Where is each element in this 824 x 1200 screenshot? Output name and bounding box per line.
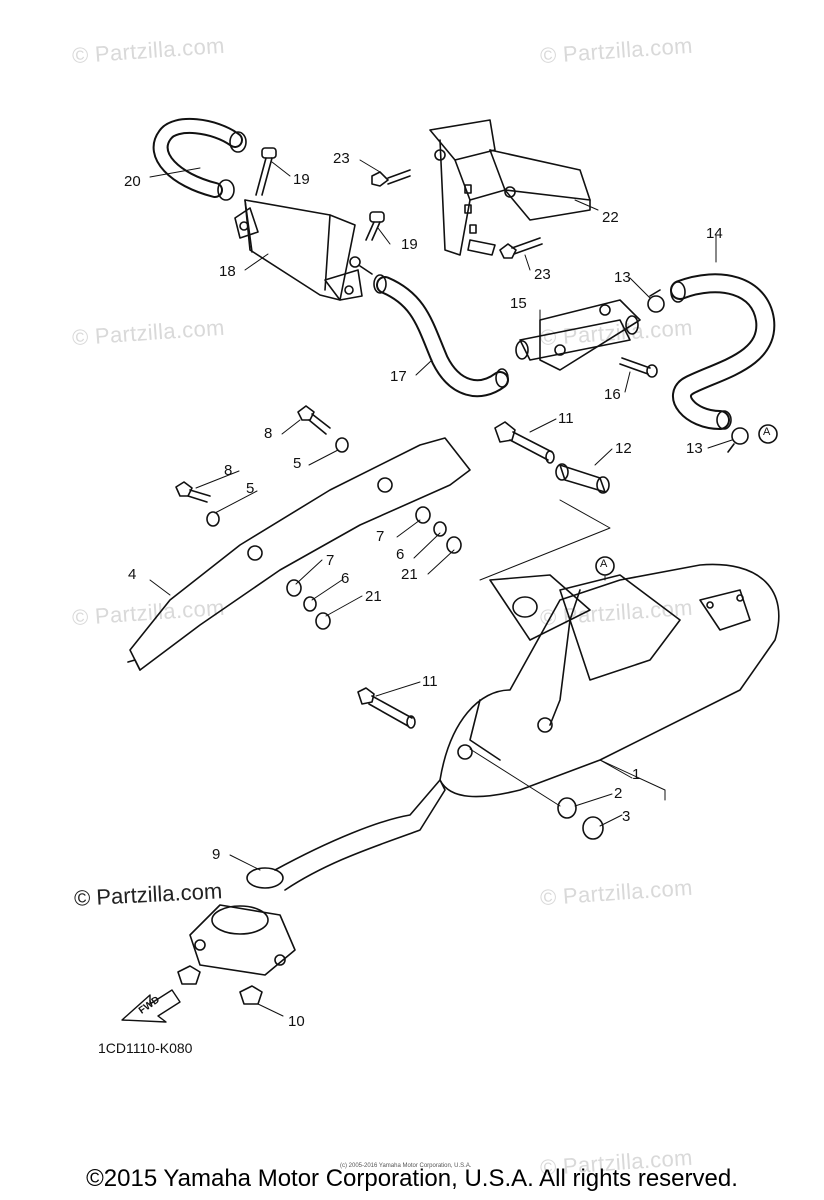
ref-letter: A bbox=[763, 426, 771, 438]
nut-10a bbox=[177, 965, 201, 985]
hose-20 bbox=[152, 117, 247, 201]
callout-21: 21 bbox=[365, 588, 382, 605]
nut-10b bbox=[239, 985, 263, 1005]
callout-13: 13 bbox=[614, 269, 631, 286]
callout-7: 7 bbox=[376, 528, 385, 545]
copyright-footer: ©2015 Yamaha Motor Corporation, U.S.A. A… bbox=[86, 1165, 738, 1192]
bolt-11b bbox=[357, 687, 416, 729]
ref-letter: A bbox=[600, 558, 608, 570]
collar-12 bbox=[555, 463, 610, 494]
muffler-1 bbox=[439, 563, 780, 798]
callout-5: 5 bbox=[246, 480, 255, 497]
grommet-7b bbox=[286, 579, 302, 597]
callout-18: 18 bbox=[219, 263, 236, 280]
callout-21: 21 bbox=[401, 566, 418, 583]
callout-16: 16 bbox=[604, 386, 621, 403]
canister-18 bbox=[234, 199, 373, 301]
spacer-6a bbox=[433, 521, 447, 537]
callout-19: 19 bbox=[401, 236, 418, 253]
callout-23: 23 bbox=[333, 150, 350, 167]
callout-5: 5 bbox=[293, 455, 302, 472]
hose-17 bbox=[373, 274, 509, 398]
bolt-8b bbox=[175, 481, 211, 503]
nut-21a bbox=[446, 536, 462, 554]
leader-lines bbox=[149, 159, 733, 1017]
washer-5b bbox=[206, 511, 220, 527]
callout-2: 2 bbox=[614, 785, 623, 802]
heat-shield-4 bbox=[127, 437, 471, 671]
callout-15: 15 bbox=[510, 295, 527, 312]
fwd-arrow-icon bbox=[121, 989, 181, 1023]
bolt-8a bbox=[297, 405, 331, 435]
callout-4: 4 bbox=[128, 566, 137, 583]
clamp-13b bbox=[727, 427, 749, 453]
callout-6: 6 bbox=[396, 546, 405, 563]
screw-19a bbox=[255, 147, 277, 196]
ref-circle-a1 bbox=[758, 424, 778, 444]
gasket-9 bbox=[246, 867, 284, 889]
callout-22: 22 bbox=[602, 209, 619, 226]
callout-9: 9 bbox=[212, 846, 221, 863]
collar-3 bbox=[582, 816, 604, 840]
callout-17: 17 bbox=[390, 368, 407, 385]
valve-15 bbox=[515, 299, 641, 371]
screw-16 bbox=[619, 357, 658, 378]
callout-19: 19 bbox=[293, 171, 310, 188]
clamp-13a bbox=[647, 289, 665, 313]
bracket-22 bbox=[429, 119, 591, 256]
callout-11: 11 bbox=[422, 673, 438, 690]
tiny-copyright-notice: (c) 2005-2016 Yamaha Motor Corporation, … bbox=[340, 1163, 472, 1169]
callout-3: 3 bbox=[622, 808, 631, 825]
callout-13: 13 bbox=[686, 440, 703, 457]
callout-11: 11 bbox=[558, 410, 574, 427]
callout-23: 23 bbox=[534, 266, 551, 283]
screw-19b bbox=[365, 211, 385, 241]
bolt-11a bbox=[494, 421, 555, 464]
washer-5a bbox=[335, 437, 349, 453]
callout-6: 6 bbox=[341, 570, 350, 587]
flange bbox=[189, 904, 296, 976]
callout-8: 8 bbox=[224, 462, 233, 479]
bolt-23b bbox=[499, 237, 543, 259]
callout-8: 8 bbox=[264, 425, 273, 442]
spacer-6b bbox=[303, 596, 317, 612]
callout-12: 12 bbox=[615, 440, 632, 457]
grommet-7a bbox=[415, 506, 431, 524]
diagram-code: 1CD1110-K080 bbox=[98, 1040, 193, 1056]
hose-14 bbox=[670, 273, 776, 430]
callout-14: 14 bbox=[706, 225, 723, 242]
callout-1: 1 bbox=[632, 766, 641, 783]
ref-circle-a2 bbox=[595, 556, 615, 576]
callout-10: 10 bbox=[288, 1013, 305, 1030]
exhaust-pipe bbox=[274, 779, 446, 891]
grommet-2 bbox=[557, 797, 577, 819]
callout-7: 7 bbox=[326, 552, 335, 569]
nut-21b bbox=[315, 612, 331, 630]
callout-20: 20 bbox=[124, 173, 141, 190]
bolt-23a bbox=[371, 169, 411, 187]
